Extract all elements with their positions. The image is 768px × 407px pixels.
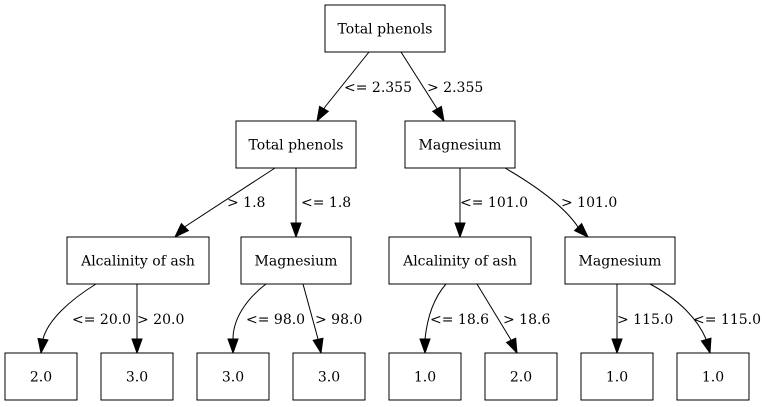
- edge-line: [649, 283, 711, 354]
- node-label: 3.0: [126, 370, 148, 386]
- split-node-n6: Alcalinity of ash: [388, 236, 532, 285]
- edge-label: <= 20.0: [72, 312, 131, 328]
- node-label: 3.0: [318, 370, 340, 386]
- edge-label: > 98.0: [315, 312, 362, 328]
- leaf-node-l6: 2.0: [484, 352, 558, 401]
- edge-label: <= 1.8: [301, 195, 351, 211]
- edge-arrowhead-icon: [37, 337, 49, 355]
- node-label: 1.0: [702, 370, 724, 386]
- node-box: [240, 236, 352, 285]
- edge-label: > 115.0: [617, 312, 673, 328]
- edge-arrowhead-icon: [431, 105, 445, 123]
- edge-label: <= 2.355: [344, 80, 412, 96]
- leaf-node-l1: 2.0: [4, 352, 78, 401]
- edge-arrowhead-icon: [290, 222, 302, 239]
- edge-label: > 20.0: [137, 312, 184, 328]
- node-box: [580, 352, 654, 401]
- edge-n2-n5: <= 1.8: [290, 168, 351, 239]
- split-node-n4: Alcalinity of ash: [66, 236, 210, 285]
- split-node-n7: Magnesium: [564, 236, 676, 285]
- node-label: Magnesium: [255, 254, 338, 270]
- node-box: [292, 352, 366, 401]
- edge-arrowhead-icon: [700, 337, 712, 355]
- edge-label: > 2.355: [427, 80, 483, 96]
- node-box: [484, 352, 558, 401]
- node-box: [388, 352, 462, 401]
- edge-arrowhead-icon: [316, 105, 330, 123]
- node-label: Alcalinity of ash: [80, 254, 195, 270]
- edge-label: <= 18.6: [430, 312, 489, 328]
- edge-label: <= 115.0: [693, 312, 761, 328]
- node-box: [196, 352, 270, 401]
- leaf-node-l5: 1.0: [388, 352, 462, 401]
- edge-n2-n4: > 1.8: [173, 167, 276, 239]
- edge-label: > 1.8: [227, 195, 265, 211]
- node-label: 2.0: [510, 370, 532, 386]
- node-label: Alcalinity of ash: [402, 254, 517, 270]
- edge-label: > 101.0: [561, 195, 617, 211]
- node-label: 2.0: [30, 370, 52, 386]
- edge-arrowhead-icon: [131, 338, 143, 355]
- leaf-node-l4: 3.0: [292, 352, 366, 401]
- leaf-node-l3: 3.0: [196, 352, 270, 401]
- edge-n6-l6: > 18.6: [476, 283, 550, 355]
- node-label: 1.0: [414, 370, 436, 386]
- edge-n6-l5: <= 18.6: [419, 283, 489, 355]
- edge-line: [504, 167, 589, 238]
- node-box: [404, 120, 516, 169]
- leaf-node-l2: 3.0: [100, 352, 174, 401]
- edge-arrowhead-icon: [611, 338, 623, 355]
- edge-n1-n3: > 2.355: [400, 51, 483, 123]
- split-node-n3: Magnesium: [404, 120, 516, 169]
- edge-arrowhead-icon: [173, 222, 190, 239]
- node-box: [66, 236, 210, 285]
- node-label: 3.0: [222, 370, 244, 386]
- edge-arrowhead-icon: [227, 338, 239, 355]
- node-label: Magnesium: [579, 254, 662, 270]
- node-label: Total phenols: [249, 138, 344, 154]
- node-box: [676, 352, 750, 401]
- node-label: Total phenols: [338, 22, 433, 38]
- node-box: [564, 236, 676, 285]
- edge-n4-l2: > 20.0: [131, 284, 184, 355]
- edge-n7-l8: <= 115.0: [649, 283, 761, 355]
- edge-arrowhead-icon: [454, 222, 466, 239]
- edge-n5-l4: > 98.0: [302, 283, 362, 355]
- node-box: [324, 4, 446, 53]
- edge-arrowhead-icon: [419, 338, 431, 355]
- edge-n7-l7: > 115.0: [611, 284, 673, 355]
- edge-arrowhead-icon: [505, 337, 518, 355]
- node-box: [100, 352, 174, 401]
- leaf-node-l7: 1.0: [580, 352, 654, 401]
- edge-n4-l1: <= 20.0: [37, 283, 131, 355]
- edge-label: <= 98.0: [246, 312, 305, 328]
- edge-n5-l3: <= 98.0: [227, 283, 305, 355]
- edge-arrowhead-icon: [312, 337, 324, 355]
- split-node-n1: Total phenols: [324, 4, 446, 53]
- node-label: Magnesium: [419, 138, 502, 154]
- leaf-node-l8: 1.0: [676, 352, 750, 401]
- node-box: [4, 352, 78, 401]
- edge-label: > 18.6: [503, 312, 550, 328]
- split-node-n5: Magnesium: [240, 236, 352, 285]
- node-box: [235, 120, 357, 169]
- edge-n1-n2: <= 2.355: [316, 51, 412, 123]
- edge-n3-n7: > 101.0: [504, 167, 617, 239]
- edge-label: <= 101.0: [460, 195, 528, 211]
- split-node-n2: Total phenols: [235, 120, 357, 169]
- edge-n3-n6: <= 101.0: [454, 168, 528, 239]
- edge-arrowhead-icon: [573, 222, 590, 239]
- node-label: 1.0: [606, 370, 628, 386]
- node-box: [388, 236, 532, 285]
